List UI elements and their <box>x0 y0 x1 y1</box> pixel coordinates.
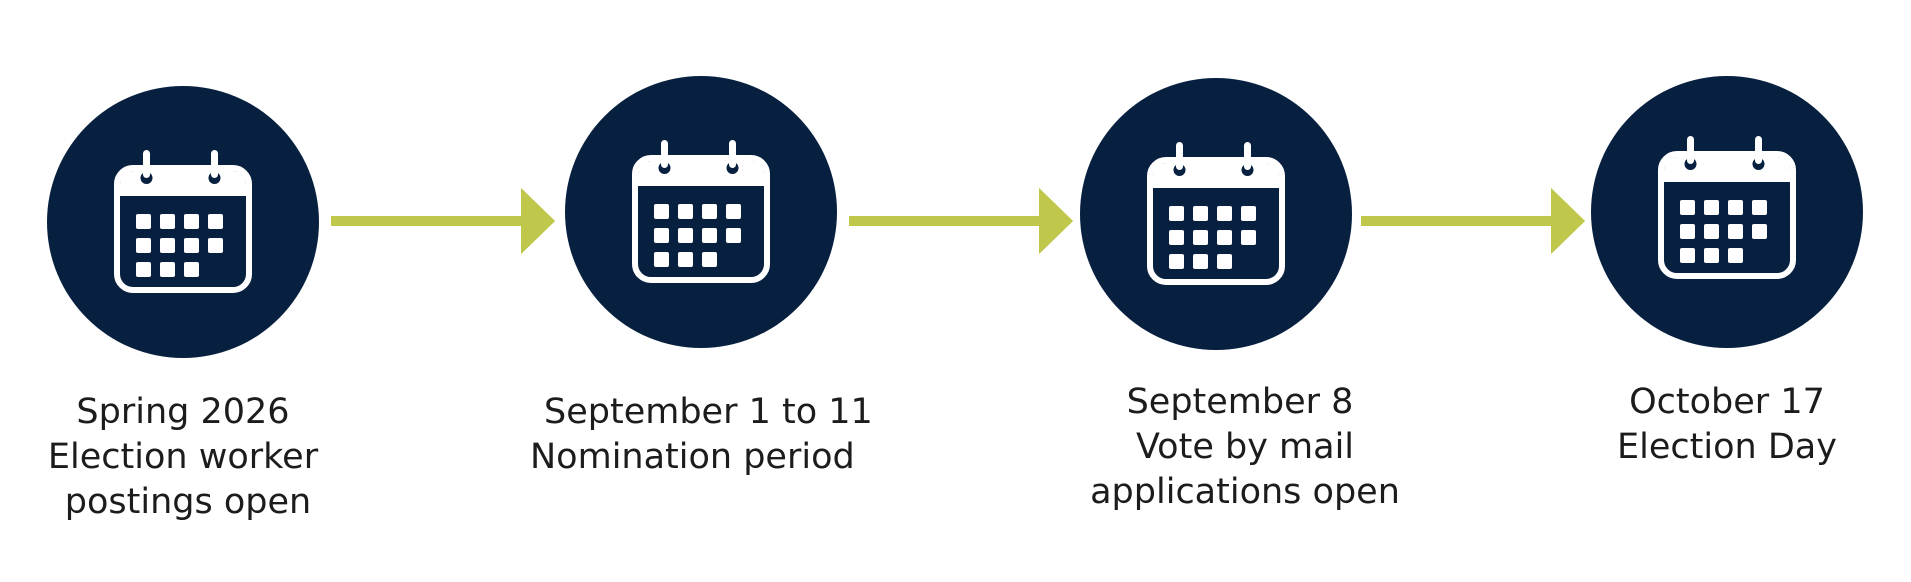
step-date: October 17 <box>1629 382 1825 422</box>
step-description: Election worker <box>47 437 319 477</box>
step-description: Vote by mail <box>1135 427 1355 467</box>
step-3-label: September 8 Vote by mail applications op… <box>1085 380 1405 515</box>
step-description: Nomination period <box>530 437 855 477</box>
step-1-label: Spring 2026 Election worker postings ope… <box>33 390 333 525</box>
step-2-circle <box>565 76 837 348</box>
step-date: Spring 2026 <box>76 392 290 432</box>
arrow-icon <box>1361 188 1585 254</box>
step-description: Election Day <box>1617 427 1837 467</box>
step-2-label: September 1 to 11 Nomination period <box>530 390 873 480</box>
arrow-icon <box>849 188 1073 254</box>
step-3-circle <box>1080 78 1352 350</box>
step-1-circle <box>47 86 319 358</box>
step-date: September 1 to 11 <box>544 392 873 432</box>
calendar-icon <box>1658 136 1796 280</box>
step-4-label: October 17 Election Day <box>1577 380 1877 470</box>
arrow-icon <box>331 188 555 254</box>
step-description: postings open <box>64 482 312 522</box>
calendar-icon <box>114 150 252 294</box>
step-date: September 8 <box>1126 382 1354 422</box>
calendar-icon <box>1147 142 1285 286</box>
step-4-circle <box>1591 76 1863 348</box>
step-description: applications open <box>1090 472 1400 512</box>
calendar-icon <box>632 140 770 284</box>
